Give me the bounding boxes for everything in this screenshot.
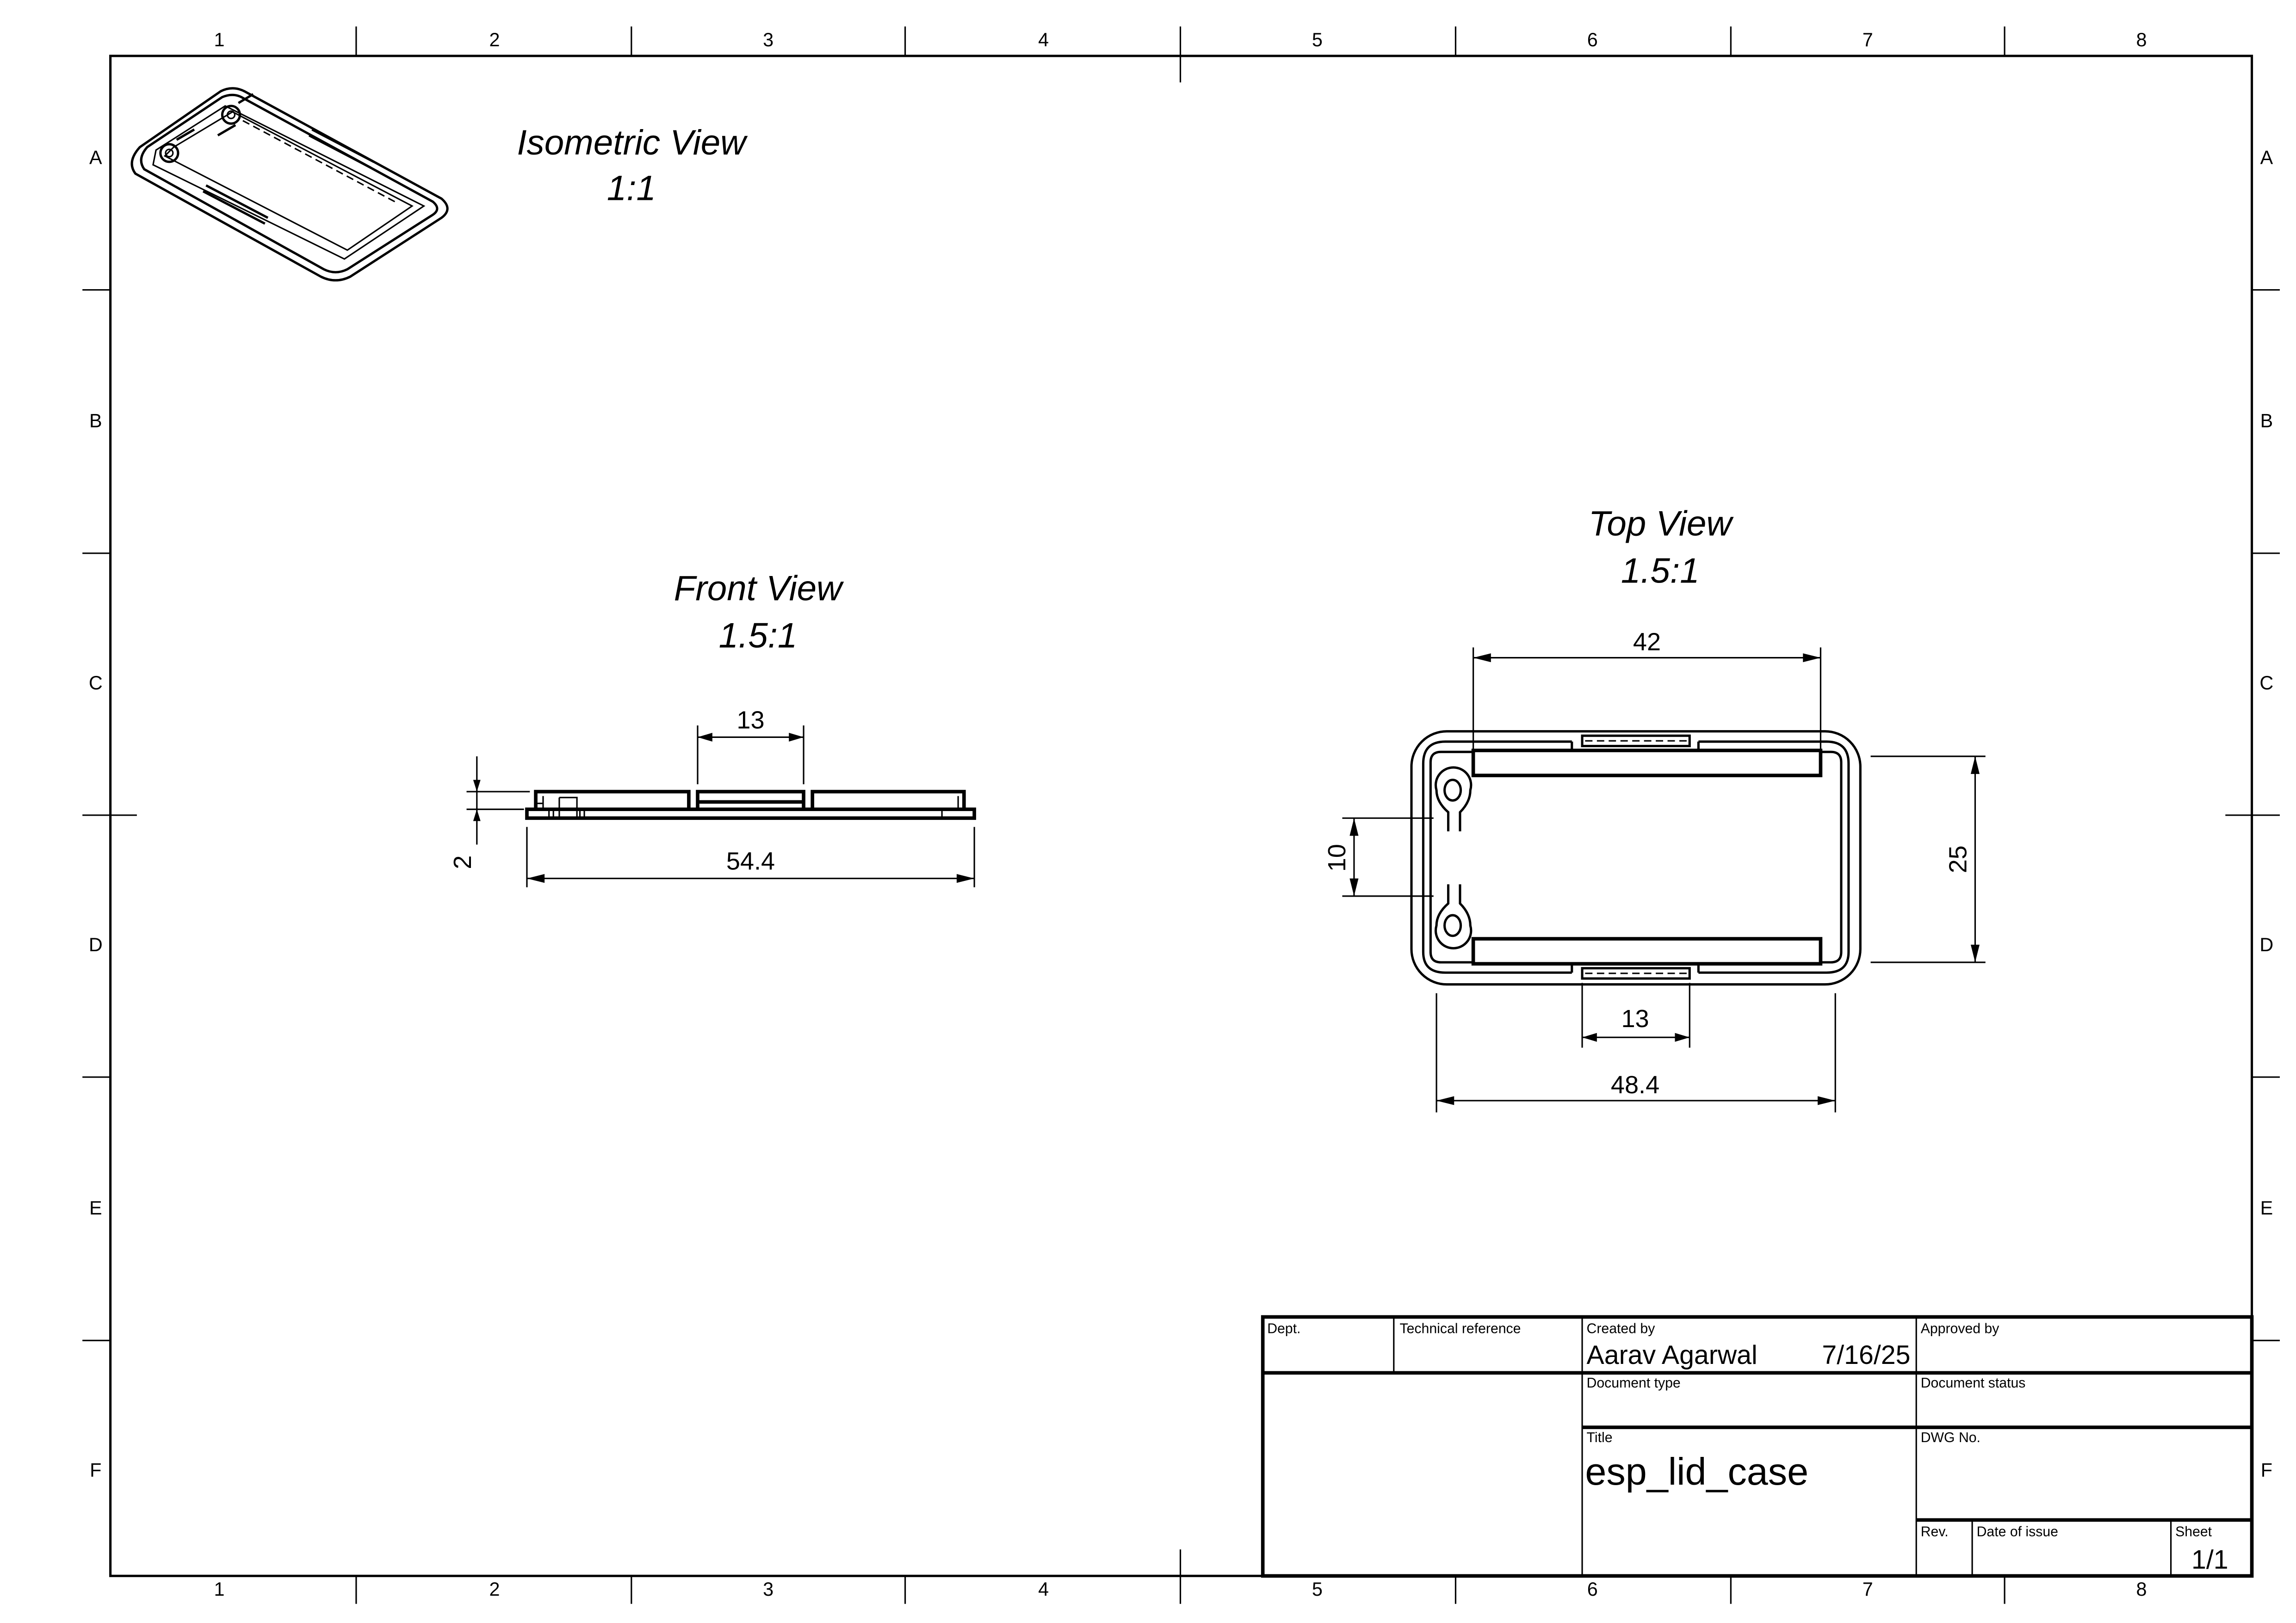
dimension-value: 13 <box>1621 1005 1649 1033</box>
dimension-value: 25 <box>1944 845 1972 873</box>
title-block: Dept. Technical reference Created by Aar… <box>1261 1315 2254 1578</box>
created-date: 7/16/25 <box>1822 1340 1910 1370</box>
doc-type-label: Document type <box>1587 1375 1681 1391</box>
zone-label: 7 <box>1863 29 1873 50</box>
dwg-no-label: DWG No. <box>1921 1430 1980 1445</box>
view-scale: 1:1 <box>607 169 656 208</box>
front-view: Front View 1.5:1 13 54.4 2 <box>449 569 976 887</box>
zone-label: 5 <box>1312 29 1323 50</box>
zone-label: 3 <box>763 29 774 50</box>
view-title: Top View <box>1589 504 1734 544</box>
zone-ticks <box>82 26 2280 1604</box>
zone-label: F <box>2261 1459 2272 1481</box>
dim-hole-spacing: 10 <box>1323 817 1434 897</box>
dimension-value: 2 <box>449 855 477 869</box>
zone-label: 3 <box>763 1579 774 1600</box>
dim-inner-width: 42 <box>1473 628 1821 751</box>
rev-label: Rev. <box>1921 1524 1949 1539</box>
zone-label: A <box>2260 147 2273 168</box>
column-labels-top: 1 2 3 4 5 6 7 8 <box>214 29 2147 50</box>
zone-label: 2 <box>489 29 500 50</box>
date-of-issue-label: Date of issue <box>1977 1524 2058 1539</box>
dimension-value: 42 <box>1633 628 1661 656</box>
zone-label: 2 <box>489 1579 500 1600</box>
dim-height-front: 2 <box>449 756 530 869</box>
view-title: Front View <box>674 569 844 608</box>
zone-label: B <box>89 410 102 432</box>
dim-slot-front: 13 <box>697 706 805 785</box>
column-labels-bottom: 1 2 3 4 5 6 7 8 <box>214 1579 2147 1600</box>
zone-label: E <box>89 1197 102 1219</box>
zone-label: B <box>2260 410 2273 432</box>
row-labels-left: A B C D E F <box>89 147 103 1481</box>
drawing-title: esp_lid_case <box>1585 1450 1808 1493</box>
dim-slot-top: 13 <box>1581 983 1690 1048</box>
zone-label: C <box>89 672 103 694</box>
dim-width-front: 54.4 <box>526 827 975 887</box>
zone-label: D <box>2259 934 2273 955</box>
view-title: Isometric View <box>517 123 748 162</box>
zone-label: 7 <box>1863 1579 1873 1600</box>
isometric-view: Isometric View 1:1 <box>130 87 748 282</box>
view-scale: 1.5:1 <box>719 616 798 655</box>
dimension-value: 54.4 <box>726 848 775 875</box>
zone-label: D <box>89 934 103 955</box>
view-scale: 1.5:1 <box>1621 551 1700 590</box>
zone-label: 8 <box>2136 29 2147 50</box>
created-by-value: Aarav Agarwal <box>1587 1340 1758 1370</box>
row-labels-right: A B C D E F <box>2259 147 2273 1481</box>
zone-label: 4 <box>1038 29 1049 50</box>
dim-height-top: 25 <box>1870 756 1986 963</box>
zone-label: 1 <box>214 1579 225 1600</box>
dimension-value: 10 <box>1323 844 1351 872</box>
zone-label: 8 <box>2136 1579 2147 1600</box>
sheet-label: Sheet <box>2175 1524 2212 1539</box>
zone-label: E <box>2260 1197 2273 1219</box>
dimension-value: 13 <box>736 706 764 734</box>
dimension-value: 48.4 <box>1611 1071 1659 1099</box>
zone-label: 6 <box>1587 29 1598 50</box>
created-by-label: Created by <box>1587 1321 1656 1336</box>
zone-label: 5 <box>1312 1579 1323 1600</box>
zone-label: 6 <box>1587 1579 1598 1600</box>
zone-label: A <box>89 147 102 168</box>
isometric-part <box>130 87 449 282</box>
zone-label: 4 <box>1038 1579 1049 1600</box>
tech-ref-label: Technical reference <box>1400 1321 1521 1336</box>
sheet-number: 1/1 <box>2191 1545 2228 1574</box>
top-view: Top View 1.5:1 42 1 <box>1323 504 1986 1113</box>
zone-label: C <box>2259 672 2273 694</box>
dept-label: Dept. <box>1267 1321 1300 1336</box>
zone-label: F <box>90 1459 101 1481</box>
zone-label: 1 <box>214 29 225 50</box>
top-part <box>1410 730 1862 986</box>
title-label: Title <box>1587 1430 1613 1445</box>
approved-by-label: Approved by <box>1921 1321 2000 1336</box>
front-part <box>525 790 976 820</box>
doc-status-label: Document status <box>1921 1375 2026 1391</box>
dim-width-top: 48.4 <box>1436 993 1836 1113</box>
